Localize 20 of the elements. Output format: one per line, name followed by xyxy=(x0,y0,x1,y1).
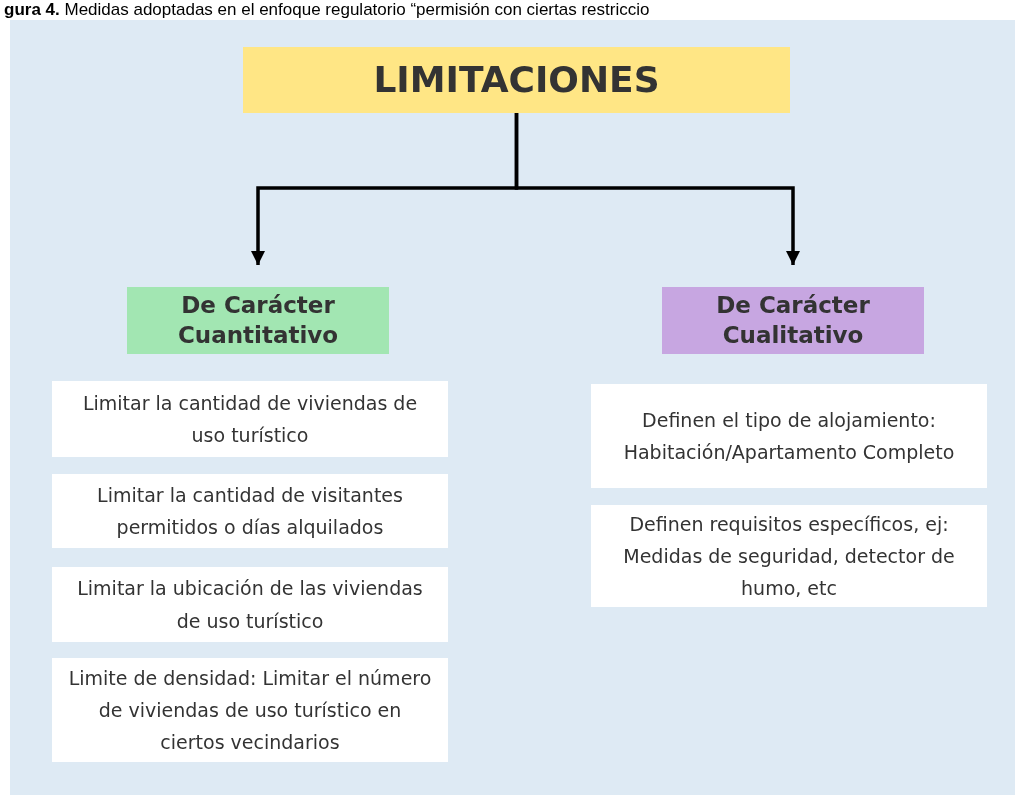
category-box xyxy=(127,287,389,354)
category-box xyxy=(662,287,924,354)
title: LIMITACIONES xyxy=(373,57,660,102)
item-text: Limite de densidad: Limitar el número de viviendas de uso turístico en ciertos vecindarios xyxy=(67,665,433,756)
title-box xyxy=(243,47,790,113)
text-box xyxy=(52,381,448,457)
text-box xyxy=(52,474,448,548)
figure-caption: gura 4. Medidas adoptadas en el enfoque regulatorio “permisión con ciertas restriccio xyxy=(4,0,650,20)
category-label: De Carácter Cuantitativo xyxy=(176,290,340,350)
text-box xyxy=(591,384,987,488)
item-text: Definen el tipo de alojamiento: Habitación/Apartamento Completo xyxy=(622,407,956,465)
item-text: Definen requisitos específicos, ej: Medidas de seguridad, detector de humo, etc xyxy=(622,511,956,602)
item-text: Limitar la cantidad de viviendas de uso turístico xyxy=(81,390,419,448)
item-text: Limitar la ubicación de las viviendas de uso turístico xyxy=(76,576,424,634)
text-box xyxy=(52,658,448,762)
arrow xyxy=(514,113,800,265)
item-text: Limitar la cantidad de visitantes permitidos o días alquilados xyxy=(96,482,404,540)
category-label: De Carácter Cualitativo xyxy=(715,290,871,350)
text-box xyxy=(52,567,448,642)
text-box xyxy=(591,505,987,607)
